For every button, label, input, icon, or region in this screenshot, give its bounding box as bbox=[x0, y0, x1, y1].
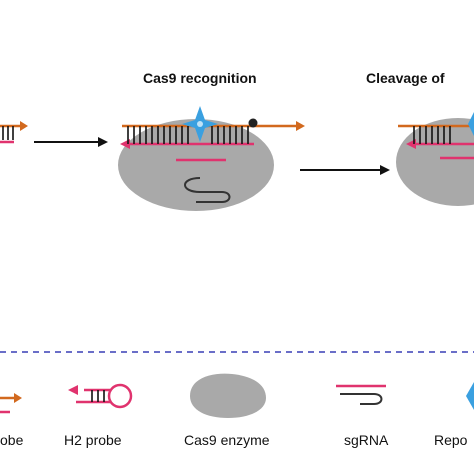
legend-h2-probe-icon bbox=[68, 383, 133, 409]
legend-cas9-enzyme-icon bbox=[190, 373, 266, 418]
quencher-dot bbox=[248, 118, 258, 128]
legend-label-probe: obe bbox=[0, 432, 24, 448]
legend-h1-probe-icon bbox=[0, 393, 22, 414]
left-partial-complex bbox=[0, 121, 28, 144]
cleavage-complex bbox=[396, 112, 474, 206]
step-label-cas9-recognition: Cas9 recognition bbox=[143, 70, 257, 86]
legend-label-sgrna: sgRNA bbox=[344, 432, 389, 448]
process-arrow-2 bbox=[300, 165, 390, 175]
legend-label-h2-probe: H2 probe bbox=[64, 432, 122, 448]
legend-reporter-icon bbox=[466, 382, 474, 410]
legend-sgrna-icon bbox=[336, 384, 386, 405]
cas9-enzyme-shape bbox=[118, 119, 274, 211]
legend-label-reporter: Repo bbox=[434, 432, 468, 448]
legend-label-cas9-enzyme: Cas9 enzyme bbox=[184, 432, 270, 448]
process-arrow-1 bbox=[34, 137, 108, 147]
step-label-cleavage: Cleavage of bbox=[366, 70, 445, 86]
cas9-recognition-complex bbox=[118, 106, 305, 211]
